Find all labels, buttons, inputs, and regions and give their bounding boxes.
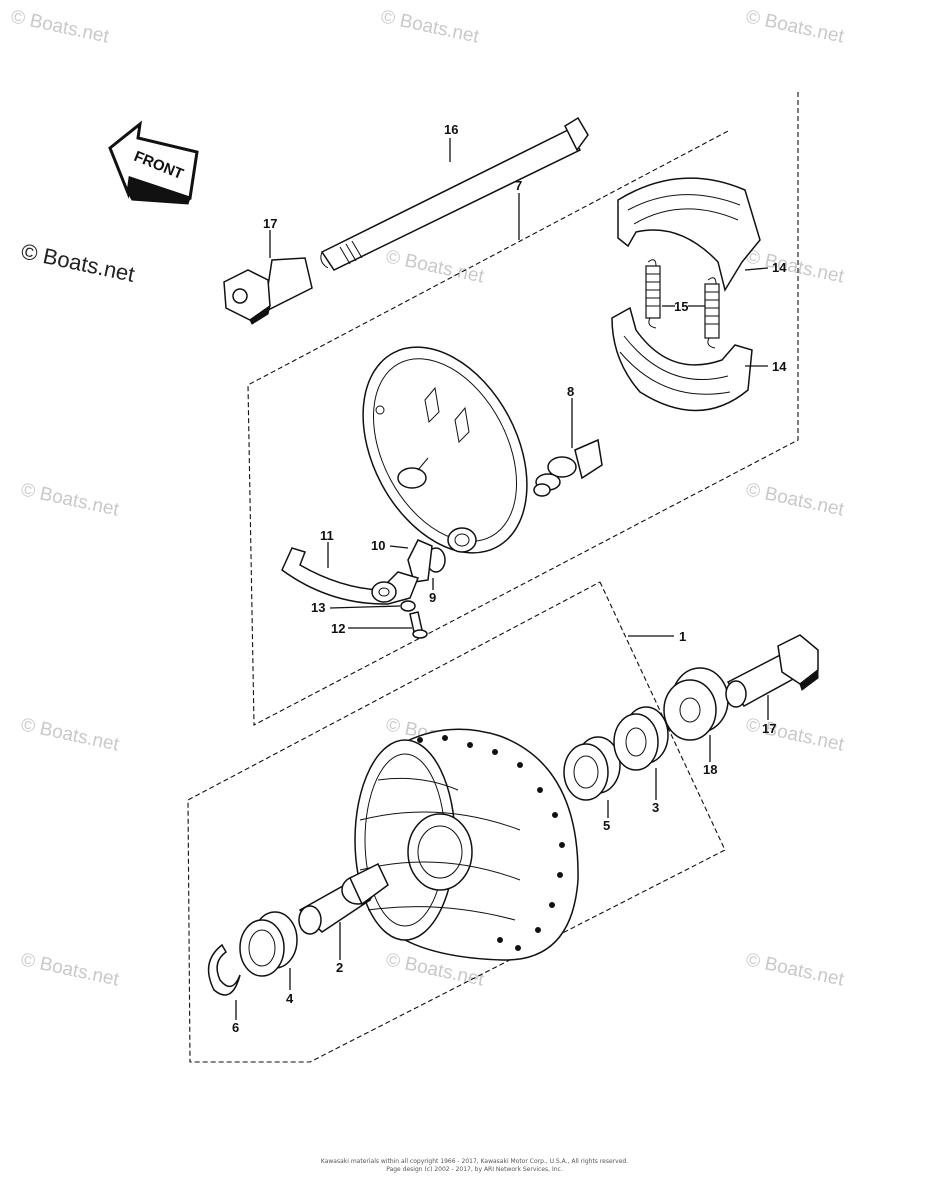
callout-10: 10	[371, 538, 385, 553]
watermark: © Boats.net	[744, 246, 846, 287]
callout-2: 2	[336, 960, 343, 975]
callout-14: 14	[772, 260, 787, 275]
watermark: © Boats.net	[744, 479, 846, 520]
callout-labels: 16 7 17 14 15 14 8 11 10 9 13 12 1 17 18…	[232, 122, 787, 1035]
brake-panel	[362, 346, 528, 554]
copyright-text: Page design (c) 2002 - 2017, by ARI Netw…	[386, 1166, 563, 1173]
watermark: © Boats.net	[9, 6, 111, 47]
watermark: © Boats.net	[379, 6, 481, 47]
watermark: © Boats.net	[19, 238, 137, 286]
circlip	[207, 943, 241, 996]
hub-spacer	[298, 862, 389, 935]
callout-3: 3	[652, 800, 659, 815]
bearing-upper	[563, 736, 621, 801]
watermark: © Boats.net	[19, 949, 121, 990]
callout-15: 15	[674, 299, 688, 314]
callout-6: 6	[232, 1020, 239, 1035]
callout-5: 5	[603, 818, 610, 833]
brake-cam-lever	[281, 547, 420, 605]
front-arrow-icon: FRONT	[108, 120, 199, 205]
bearing-lower	[239, 911, 298, 977]
callout-14: 14	[772, 359, 787, 374]
callout-8: 8	[567, 384, 574, 399]
copyright-text: Kawasaki materials within all copyright …	[320, 1158, 629, 1165]
watermark: © Boats.net	[19, 714, 121, 755]
callout-9: 9	[429, 590, 436, 605]
wheel-hub	[354, 728, 579, 961]
watermark: © Boats.net	[744, 949, 846, 990]
callout-4: 4	[286, 991, 294, 1006]
oil-seal	[613, 706, 669, 771]
callout-16: 16	[444, 122, 458, 137]
callout-11: 11	[320, 528, 334, 543]
callout-13: 13	[311, 600, 325, 615]
callout-17: 17	[263, 216, 277, 231]
axle-nut-upper	[223, 257, 313, 325]
callout-17: 17	[762, 721, 776, 736]
callout-1: 1	[679, 629, 686, 644]
front-axle	[320, 116, 589, 271]
watermark: © Boats.net	[19, 479, 121, 520]
lever-bolt	[409, 611, 428, 639]
brake-panel-group-outline	[247, 92, 799, 726]
brake-shoe-lower	[611, 306, 753, 412]
brake-spring-left	[645, 259, 661, 329]
axle-collar	[663, 667, 729, 741]
watermark: © Boats.net	[744, 714, 846, 755]
brake-shoe-upper	[617, 177, 761, 292]
watermark: © Boats.net	[744, 6, 846, 47]
brake-spring-right	[704, 277, 720, 349]
callout-7: 7	[515, 178, 522, 193]
callout-18: 18	[703, 762, 717, 777]
callout-12: 12	[331, 621, 345, 636]
axle-nut-right	[725, 634, 819, 708]
leader-lines	[235, 138, 769, 1020]
lever-washer	[400, 600, 416, 612]
brake-camshaft	[533, 438, 603, 497]
